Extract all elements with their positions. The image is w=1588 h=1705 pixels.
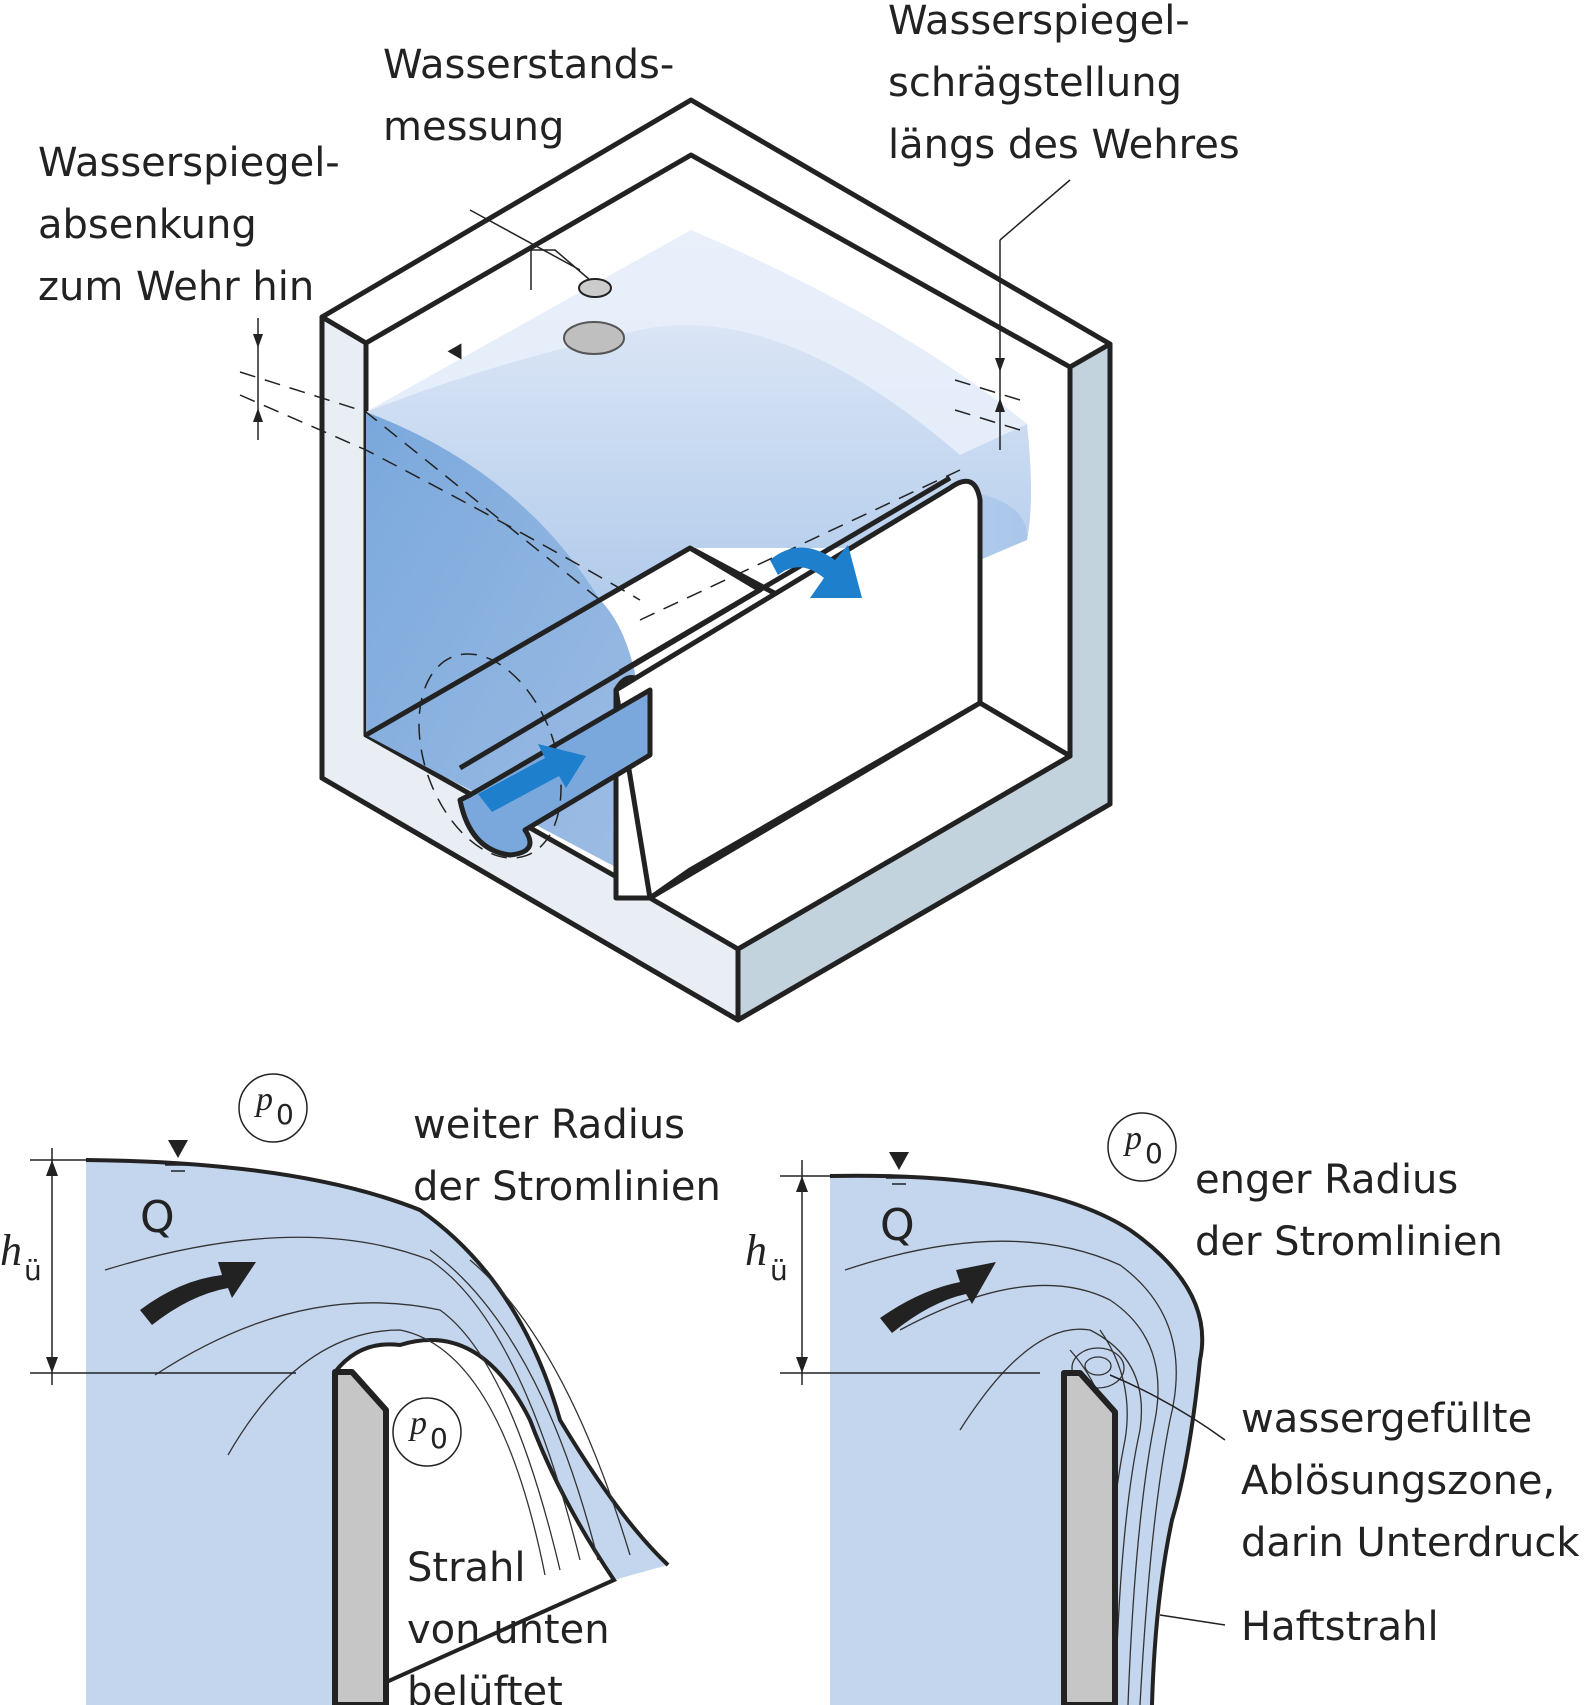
svg-text:Wasserspiegel-: Wasserspiegel- <box>38 140 340 186</box>
drawdown-dimension <box>253 318 263 440</box>
gauge-leader <box>469 209 581 271</box>
p0-symbol-top-left: p 0 <box>254 1081 294 1131</box>
svg-text:0: 0 <box>1145 1137 1163 1170</box>
svg-text:p: p <box>408 1405 427 1442</box>
p0-circle-nappe-left <box>392 1397 462 1467</box>
clinging-nappe-section <box>780 1112 1226 1705</box>
svg-text:p: p <box>1123 1120 1142 1157</box>
upstream-floor-edge <box>364 545 763 771</box>
head-arrow-bot-right <box>796 1357 808 1373</box>
svg-text:0: 0 <box>276 1098 294 1131</box>
label-haftstrahl: Haftstrahl <box>1241 1604 1439 1650</box>
discharge-symbol-right: Q <box>880 1200 915 1251</box>
streamline-right-2 <box>899 1284 1159 1705</box>
head-symbol-right: h ü <box>745 1226 788 1287</box>
flow-arrow-left-icon <box>140 1262 256 1325</box>
svg-text:weiter Radius: weiter Radius <box>413 1102 685 1148</box>
p0-symbol-top-right: p 0 <box>1123 1120 1163 1170</box>
svg-text:enger Radius: enger Radius <box>1195 1157 1458 1203</box>
label-enger: enger Radius der Stromlinien <box>1195 1157 1503 1265</box>
surface-guide-back <box>639 469 961 621</box>
svg-text:belüftet: belüftet <box>407 1669 563 1705</box>
svg-text:h: h <box>0 1226 22 1275</box>
svg-text:ü: ü <box>770 1254 788 1287</box>
haftstrahl-leader <box>1159 1614 1226 1626</box>
level-gauge <box>530 249 625 355</box>
head-arrow-top-right <box>796 1176 808 1192</box>
streamline-right-3 <box>959 1328 1143 1705</box>
svg-text:messung: messung <box>383 104 564 150</box>
surface-guide-right2 <box>954 409 1021 431</box>
p0-circle-top-left <box>238 1073 308 1143</box>
label-schraeg: Wasserspiegel- schrägstellung längs des … <box>888 0 1240 168</box>
head-arrow-bot-left <box>46 1357 58 1373</box>
water-surface-line-right <box>829 1173 1205 1705</box>
water-level-marker-top <box>447 343 462 360</box>
head-symbol-left: h ü <box>0 1226 42 1287</box>
svg-text:Wasserspiegel-: Wasserspiegel- <box>888 0 1190 44</box>
label-weiter: weiter Radius der Stromlinien <box>413 1102 721 1210</box>
streamline-left-3 <box>227 1329 546 1576</box>
free-surface-marker-right <box>889 1152 909 1170</box>
svg-text:der Stromlinien: der Stromlinien <box>413 1164 721 1210</box>
svg-text:0: 0 <box>430 1422 448 1455</box>
p0-circle-top-right <box>1107 1112 1177 1182</box>
head-arrow-top-left <box>46 1160 58 1176</box>
streamline-left-5 <box>469 1259 631 1556</box>
label-strahl: Strahl von unten belüftet <box>407 1545 610 1705</box>
svg-text:schrägstellung: schrägstellung <box>888 60 1182 106</box>
svg-text:von unten: von unten <box>407 1607 610 1653</box>
label-messung: Wasserstands- messung <box>383 42 674 150</box>
isometric-channel <box>239 97 1113 1023</box>
separation-vortex-outer <box>1071 1347 1125 1389</box>
svg-text:h: h <box>745 1226 767 1275</box>
water-surface-line-left <box>85 1158 670 1567</box>
overflow-arrow-icon <box>770 545 862 598</box>
weir-crest-left <box>332 1369 389 1705</box>
svg-text:absenkung: absenkung <box>38 202 257 248</box>
svg-text:ü: ü <box>24 1254 42 1287</box>
water-body-right <box>830 1175 1203 1705</box>
surface-guide-right <box>954 379 1021 401</box>
streamline-left-2 <box>154 1302 561 1571</box>
inflow-arrow-icon <box>478 744 586 812</box>
svg-text:Ablösungszone,: Ablösungszone, <box>1241 1458 1555 1504</box>
svg-text:wassergefüllte: wassergefüllte <box>1241 1396 1532 1442</box>
streamline-left-4 <box>429 1249 599 1561</box>
tilt-dimension <box>995 240 1005 450</box>
svg-text:darin Unterdruck: darin Unterdruck <box>1241 1520 1580 1566</box>
svg-text:längs des Wehres: längs des Wehres <box>888 122 1240 168</box>
streamline-left-1 <box>104 1236 581 1561</box>
svg-text:zum Wehr hin: zum Wehr hin <box>38 264 314 310</box>
svg-text:der Stromlinien: der Stromlinien <box>1195 1219 1503 1265</box>
free-surface-marker-left <box>168 1140 188 1158</box>
water-top-surface <box>366 230 1027 455</box>
svg-text:Wasserstands-: Wasserstands- <box>383 42 674 88</box>
abloesung-leader <box>1109 1374 1226 1441</box>
surface-guide-lower <box>239 394 641 601</box>
label-abloesung: wassergefüllte Ablösungszone, darin Unte… <box>1241 1396 1580 1566</box>
downstream-floor <box>647 700 1073 952</box>
p0-symbol-nappe-left: p 0 <box>408 1405 448 1455</box>
tilt-leader <box>999 179 1071 241</box>
surface-guide-upper <box>239 371 601 601</box>
pipe-inspection-circle <box>418 653 562 859</box>
streamline-right-1 <box>844 1240 1177 1705</box>
separation-vortex-inner <box>1084 1356 1112 1376</box>
weir-crest-right <box>1061 1370 1118 1705</box>
svg-text:Strahl: Strahl <box>407 1545 526 1591</box>
aerated-nappe-section <box>30 1073 670 1705</box>
flow-arrow-right-icon <box>880 1262 996 1333</box>
label-absenkung: Wasserspiegel- absenkung zum Wehr hin <box>38 140 340 310</box>
discharge-symbol-left: Q <box>140 1192 175 1243</box>
svg-text:p: p <box>254 1081 273 1118</box>
